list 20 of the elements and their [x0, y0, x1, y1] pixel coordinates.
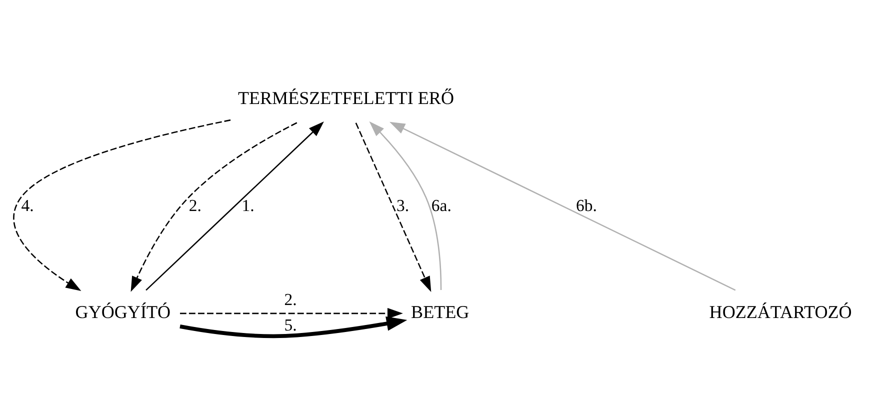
- arrow: [369, 121, 442, 290]
- edge-label: 2.: [188, 196, 202, 215]
- arrow: [355, 122, 432, 292]
- arrow: [146, 122, 324, 291]
- node-text: HOZZÁTARTOZÓ: [709, 302, 852, 322]
- arrow: [13, 119, 231, 292]
- arrow: [180, 316, 408, 338]
- node-text: BETEG: [411, 302, 470, 322]
- arrow: [130, 122, 298, 292]
- node-text: GYÓGYÍTÓ: [75, 302, 171, 322]
- edge-label: 5.: [284, 316, 297, 335]
- edge-label: 1.: [242, 196, 254, 215]
- edge-label: 6a.: [431, 196, 452, 215]
- node-text: TERMÉSZETFELETTI ERŐ: [238, 88, 454, 108]
- edge-label: 3.: [396, 196, 410, 215]
- arrow: [180, 308, 403, 319]
- edge-label: 4.: [21, 196, 34, 215]
- edge-label: 2.: [284, 290, 297, 309]
- arrow: [390, 122, 736, 291]
- edge-label: 6b.: [576, 196, 597, 215]
